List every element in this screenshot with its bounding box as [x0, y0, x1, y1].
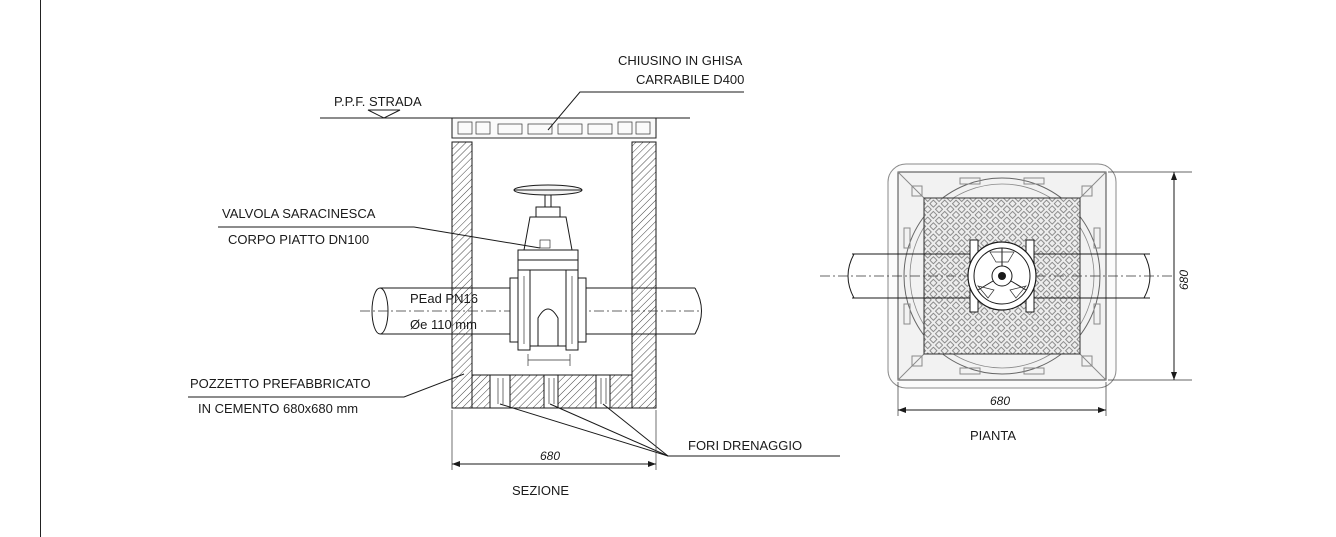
chamber-label-1: POZZETTO PREFABBRICATO: [190, 376, 371, 391]
chamber-base: [452, 374, 656, 409]
gate-valve: [509, 184, 587, 366]
manhole-cover: [451, 117, 657, 139]
section-view: [188, 91, 840, 470]
chamber-wall-right: [631, 141, 657, 409]
plan-dimension-vertical: [1108, 171, 1192, 381]
leader-chamber: [188, 373, 465, 398]
drain-holes-label: FORI DRENAGGIO: [688, 438, 802, 453]
section-dimension: [451, 410, 657, 470]
leader-valve: [218, 226, 541, 249]
leader-drain-holes: [499, 403, 840, 457]
plan-dimension-vertical-text: 680: [1177, 270, 1191, 290]
plan-dimension-horizontal: [897, 382, 1107, 416]
plan-title: PIANTA: [970, 428, 1016, 443]
leader-manhole-cover: [547, 91, 744, 131]
manhole-cover-label-2: CARRABILE D400: [636, 72, 744, 87]
pipe-label-2: Øe 110 mm: [410, 317, 477, 332]
pipe-label-1: PEad PN16: [410, 291, 478, 306]
valve-label-1: VALVOLA SARACINESCA: [222, 206, 376, 221]
road-level-marker: [367, 109, 401, 119]
chamber-label-2: IN CEMENTO 680x680 mm: [198, 401, 358, 416]
plan-view: [820, 163, 1192, 416]
chamber-wall-left: [451, 141, 473, 409]
plan-dimension-horizontal-text: 680: [990, 394, 1010, 408]
road-level-label: P.P.F. STRADA: [334, 94, 422, 109]
section-dimension-text: 680: [540, 449, 560, 463]
valve-label-2: CORPO PIATTO DN100: [228, 232, 369, 247]
section-title: SEZIONE: [512, 483, 569, 498]
manhole-cover-label-1: CHIUSINO IN GHISA: [618, 53, 743, 68]
